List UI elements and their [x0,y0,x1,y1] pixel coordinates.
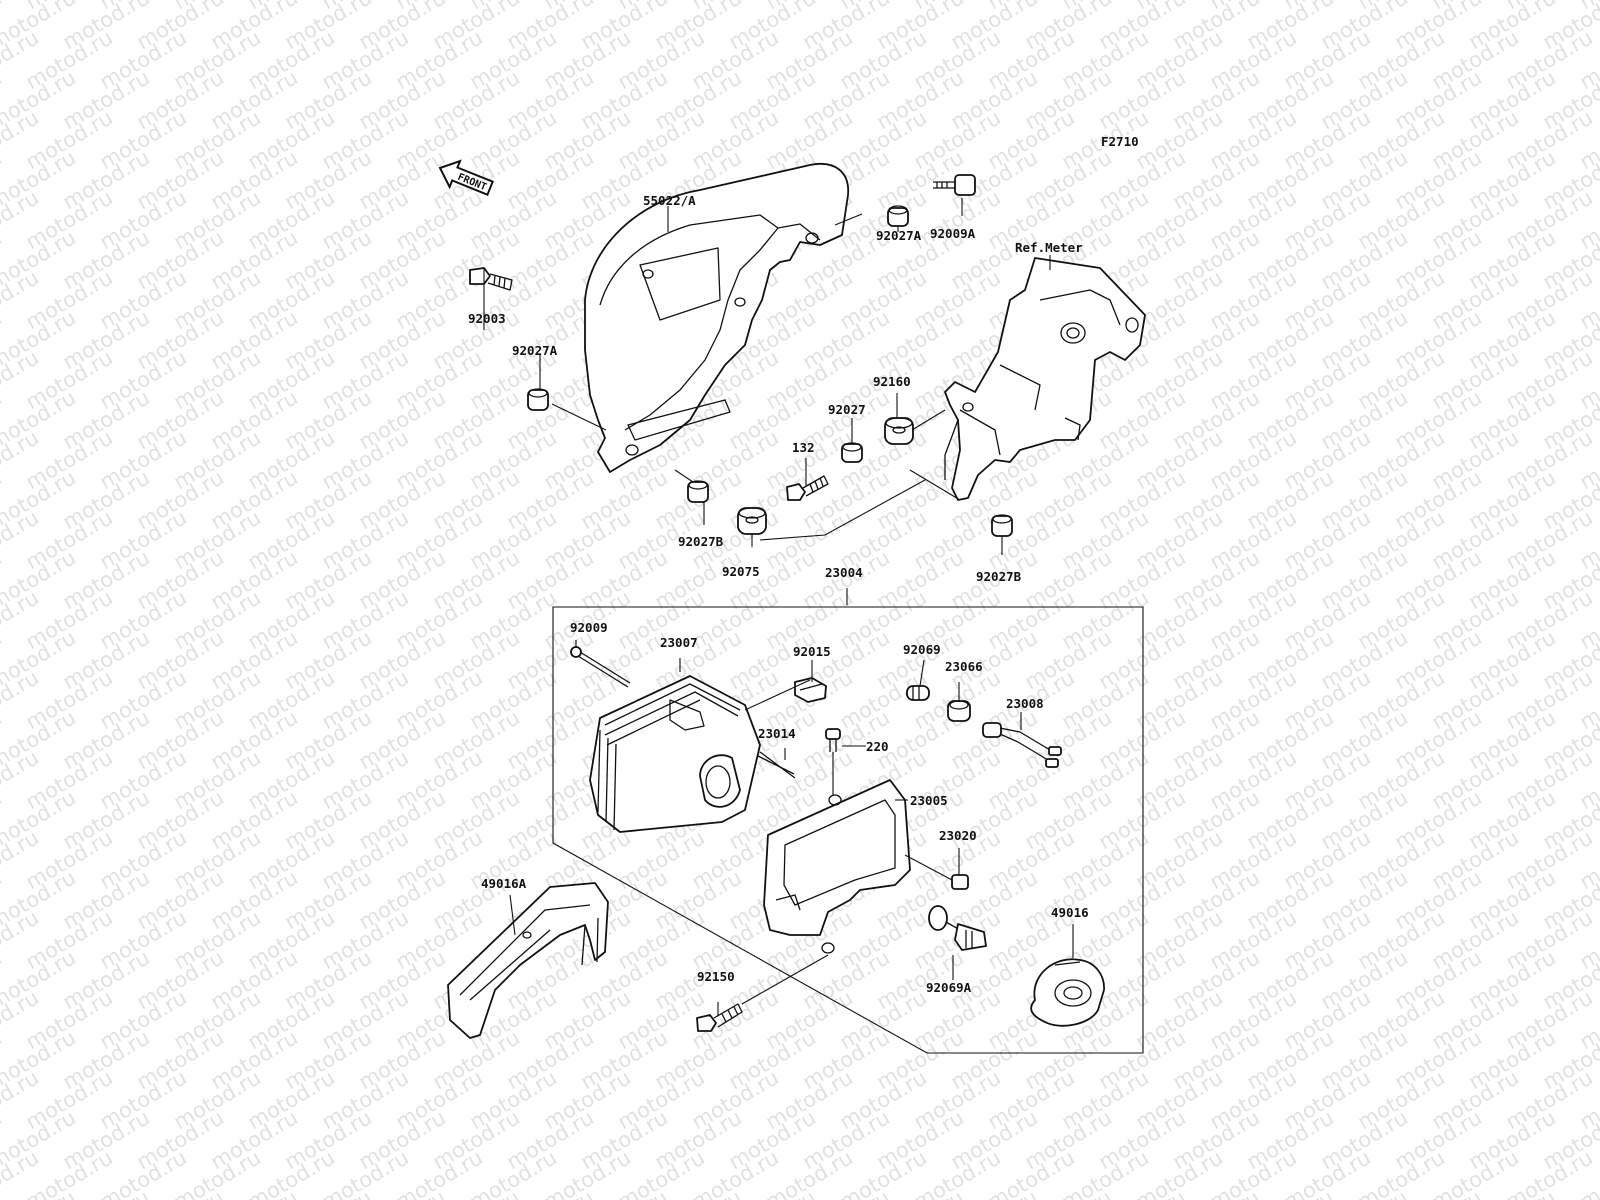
part-label-92027B-right: 92027B [976,569,1022,584]
part-label-55022A: 55022/A [643,193,696,208]
nut-23020 [951,874,969,890]
collar-92027A-left [527,388,549,411]
part-label-132: 132 [792,440,815,455]
part-label-92150: 92150 [697,969,735,984]
part-label-92027A-top: 92027A [876,228,922,243]
part-label-23005: 23005 [910,793,948,808]
collar-92027B-right [991,514,1013,537]
part-label-92075: 92075 [722,564,760,579]
collar-92027 [841,442,863,463]
part-label-49016A: 49016A [481,876,527,891]
part-label-92160: 92160 [873,374,911,389]
part-label-92027: 92027 [828,402,866,417]
part-label-23004: 23004 [825,565,863,580]
part-label-23008: 23008 [1006,696,1044,711]
part-label-23066: 23066 [945,659,983,674]
diagram-code: F2710 [1101,134,1139,149]
part-label-92009: 92009 [570,620,608,635]
headlight-unit-part [589,675,761,833]
grommet-23066 [947,700,971,722]
bulb-92069 [906,685,930,701]
part-label-92027A-left: 92027A [512,343,558,358]
part-label-92069A: 92069A [926,980,972,995]
grommet-92075 [737,507,767,535]
part-label-92009A: 92009A [930,226,976,241]
collar-92027A-top [887,205,909,227]
part-label-92003: 92003 [468,311,506,326]
part-label-23014: 23014 [758,726,796,741]
part-label-23007: 23007 [660,635,698,650]
part-label-92015: 92015 [793,644,831,659]
part-label-220: 220 [866,739,889,754]
grommet-92160 [884,417,914,445]
part-label-23020: 23020 [939,828,977,843]
part-label-49016: 49016 [1051,905,1089,920]
ref-meter-label: Ref.Meter [1015,240,1083,255]
collar-92027B-left [687,480,709,503]
part-label-92027B-left: 92027B [678,534,724,549]
part-label-92069: 92069 [903,642,941,657]
dust-cap-49016 [1030,958,1105,1027]
